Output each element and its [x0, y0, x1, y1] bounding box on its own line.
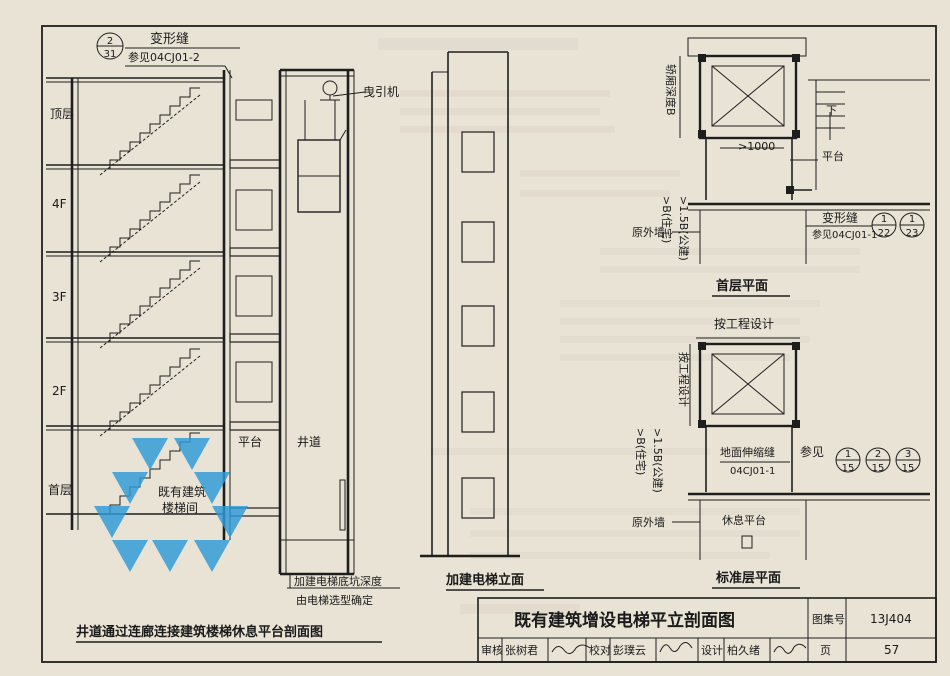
pit-note: 由电梯选型确定 — [296, 593, 373, 607]
page-number: 57 — [884, 643, 899, 657]
floor-joint-ref: 04CJ01-1 — [730, 466, 775, 477]
outer-wall-label-1: 原外墙 — [632, 225, 665, 239]
existing-stair-label-2: 楼梯间 — [162, 500, 198, 515]
width-1000-label: >1000 — [738, 140, 775, 153]
svg-text:1: 1 — [881, 214, 887, 225]
depth-res-label-1: >B(住宅) — [660, 196, 674, 243]
watermark-logo — [94, 438, 248, 572]
platform-plan-label: 平台 — [822, 149, 844, 163]
elevation-title: 加建电梯立面 — [445, 572, 524, 588]
svg-text:15: 15 — [872, 463, 885, 474]
floor-joint-label: 地面伸缩缝 — [720, 445, 775, 459]
section-title: 井道通过连廊连接建筑楼梯休息平台剖面图 — [76, 624, 323, 640]
shaft-label: 井道 — [297, 435, 321, 449]
floor-label-3f: 3F — [52, 290, 67, 304]
ref-symbol-e: 3 15 — [895, 447, 921, 474]
svg-text:1: 1 — [845, 449, 851, 460]
depth-pub-label-1: >1.5B(公建) — [677, 196, 691, 261]
ref-symbol-d: 2 15 — [865, 447, 891, 474]
title-block: 既有建筑增设电梯平立剖面图 图集号 13J404 审核 张树君 校对 彭璞云 设… — [477, 597, 937, 663]
check-label: 校对 — [589, 643, 611, 657]
reviewer-signature — [551, 644, 591, 654]
joint-circle-den: 31 — [104, 49, 117, 60]
joint-circle-num: 2 — [107, 36, 113, 47]
down-label: 下 — [826, 104, 837, 117]
by-design-top-label: 按工程设计 — [714, 316, 774, 331]
svg-text:2: 2 — [875, 449, 881, 460]
existing-stair-label-1: 既有建筑 — [158, 484, 206, 499]
ground-plan-title: 首层平面 — [716, 278, 768, 294]
drawing-title: 既有建筑增设电梯平立剖面图 — [514, 610, 735, 631]
see-ref-label: 参见 — [800, 444, 824, 459]
floor-label-top: 顶层 — [50, 107, 74, 121]
joint-ref-2: 参见04CJ01-1 — [812, 228, 877, 241]
svg-text:15: 15 — [902, 463, 915, 474]
review-label: 审核 — [481, 643, 503, 657]
atlas-label: 图集号 — [812, 612, 845, 626]
sheet-border — [41, 25, 937, 663]
platform-label: 平台 — [238, 434, 262, 449]
floor-label-4f: 4F — [52, 197, 67, 211]
svg-text:1: 1 — [909, 214, 915, 225]
ref-symbol-b: 1 23 — [899, 212, 925, 239]
svg-text:22: 22 — [878, 228, 891, 239]
designer-signature — [773, 643, 807, 654]
by-design-side-label: 按工程设计 — [677, 352, 691, 407]
machine-label: 曳引机 — [363, 85, 399, 99]
typical-plan-title: 标准层平面 — [715, 570, 781, 586]
depth-res-label-2: >B(住宅) — [634, 428, 648, 475]
joint-title: 变形缝 — [150, 31, 189, 47]
pit-depth-label: 加建电梯底坑深度 — [294, 574, 382, 588]
ground-floor-plan: 轿厢深度B >1000 >B(住宅) >1.5B(公建) 下 平台 原外墙 变形… — [632, 37, 930, 297]
floor-label-2f: 2F — [52, 384, 67, 398]
cabin-depth-label: 轿厢深度B — [664, 64, 678, 116]
atlas-number: 13J404 — [870, 612, 912, 626]
elevation-drawing: 加建电梯立面 — [420, 51, 544, 591]
svg-text:23: 23 — [906, 228, 919, 239]
checker-signature — [659, 642, 693, 653]
svg-text:3: 3 — [905, 449, 911, 460]
joint-title-2: 变形缝 — [822, 210, 858, 225]
rest-platform-label: 休息平台 — [722, 513, 766, 527]
svg-text:15: 15 — [842, 463, 855, 474]
reviewer-name: 张树君 — [505, 643, 538, 657]
page-label: 页 — [820, 644, 831, 657]
typical-floor-plan: 按工程设计 按工程设计 >B(住宅) >1.5B(公建) 地面伸缩缝 04CJ0… — [632, 316, 930, 589]
ref-symbol-a: 1 22 — [871, 212, 897, 239]
checker-name: 彭璞云 — [613, 643, 646, 657]
designer-name: 柏久绪 — [727, 643, 760, 657]
depth-pub-label-2: >1.5B(公建) — [651, 428, 665, 493]
joint-ref: 参见04CJ01-2 — [128, 50, 200, 64]
design-label: 设计 — [701, 644, 723, 657]
ref-symbol-c: 1 15 — [835, 447, 861, 474]
outer-wall-label-2: 原外墙 — [632, 515, 665, 529]
joint-reference-symbol: 2 31 — [96, 32, 124, 60]
bleed-through-background — [378, 38, 860, 614]
floor-label-1f: 首层 — [48, 483, 72, 497]
